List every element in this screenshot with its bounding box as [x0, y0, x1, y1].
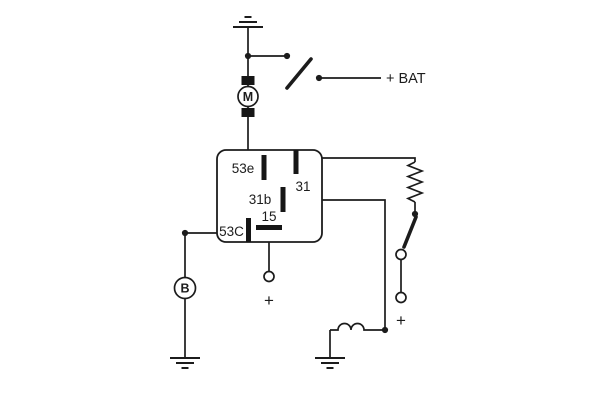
terminal-blade-53c [246, 218, 251, 242]
switch-pivot-dot [283, 52, 291, 60]
terminal-label-53e: 53e [232, 161, 255, 176]
terminal-blade-15 [256, 225, 282, 230]
terminal-circle-right [395, 291, 407, 304]
resistor [405, 161, 425, 203]
terminal-blade-31 [280, 187, 286, 212]
motor-symbol: M [237, 76, 259, 117]
indicator-label: B [180, 282, 189, 296]
switch-contact-dot [315, 74, 323, 82]
wire-relay-to-resistor [296, 157, 416, 162]
junction-dot [244, 52, 252, 60]
switch-contact-circle [395, 248, 407, 261]
terminal-label-53c: 53C [219, 224, 244, 239]
indicator-circle [173, 276, 197, 300]
motor-brush-top [241, 76, 255, 85]
battery-label: + BAT [386, 71, 426, 87]
ground-symbol-top [233, 16, 263, 28]
coil-junction-dot [381, 326, 389, 334]
motor-brush-bottom [241, 108, 255, 117]
knife-switch-blade-top [285, 57, 313, 90]
terminal-blade-53e [261, 155, 267, 180]
motor-label: M [243, 90, 253, 104]
motor-circle [237, 85, 259, 108]
terminal-label-15: 15 [261, 209, 276, 224]
terminal-circle-15 [263, 270, 275, 283]
heater-coil [330, 322, 385, 331]
terminal-blade-top-right [293, 150, 299, 174]
plus-label-center: + [264, 291, 274, 310]
terminal-label-31b: 31b [249, 192, 272, 207]
junction-dot-left [181, 229, 189, 237]
ground-symbol-bottom-center [315, 357, 345, 369]
plus-label-right: + [396, 311, 406, 330]
terminal-label-31: 31 [295, 179, 310, 194]
ground-symbol-bottom-left [170, 357, 200, 369]
knife-switch-blade-right [402, 215, 418, 249]
